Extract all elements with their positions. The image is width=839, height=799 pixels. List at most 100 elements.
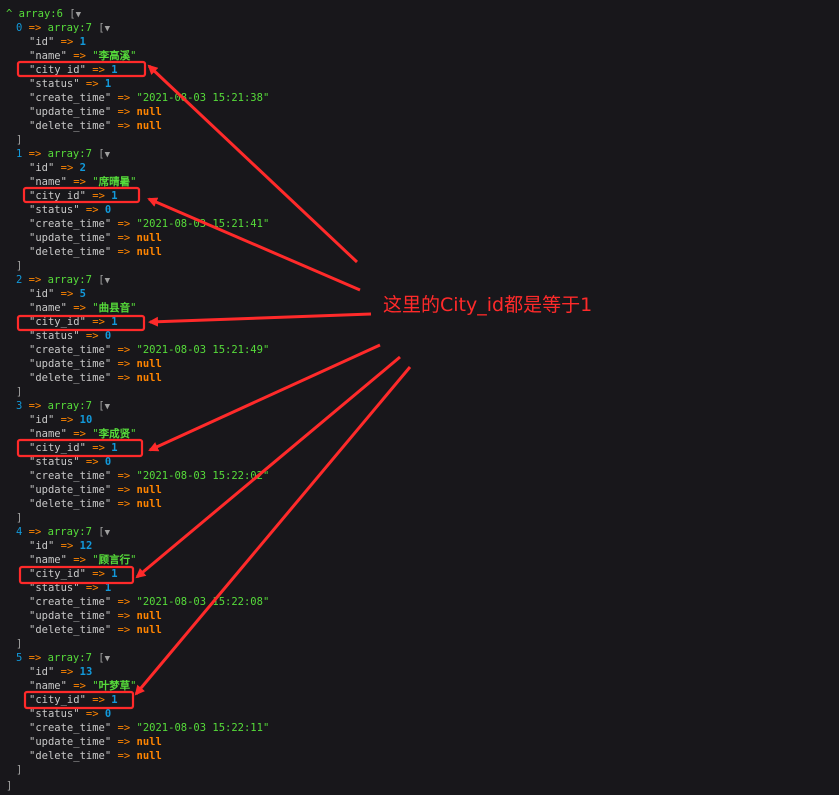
field-value-id: 10 [79, 414, 93, 426]
key-quote: " [47, 414, 55, 426]
arrow-operator: => [117, 218, 131, 230]
arrow-operator: => [85, 204, 99, 216]
open-bracket: [ [98, 22, 105, 34]
key-quote: " [104, 358, 112, 370]
arrow-operator: => [28, 274, 42, 286]
field-row-status: "status" => 1 [29, 581, 111, 595]
arrow-operator: => [92, 568, 105, 580]
key-quote: " [29, 302, 36, 314]
arrow-operator: => [117, 232, 131, 244]
field-value-city-id: 1 [111, 442, 118, 454]
arrow-operator: => [117, 246, 131, 258]
field-row-update-time: "update_time" => null [29, 357, 162, 371]
field-row-update-time: "update_time" => null [29, 105, 162, 119]
field-row-city-id: "city_id" => 1 [29, 441, 118, 455]
key-quote: " [47, 36, 55, 48]
close-bracket: ] [16, 134, 23, 146]
toggle-down-icon[interactable]: ▼ [104, 150, 110, 160]
toggle-down-icon[interactable]: ▼ [104, 528, 110, 538]
field-row-id: "id" => 2 [29, 161, 86, 175]
arrow-operator: => [60, 540, 74, 552]
key-quote: " [29, 708, 36, 720]
key-quote: " [29, 120, 36, 132]
arrow-operator: => [92, 442, 105, 454]
string-quote: " [92, 554, 99, 566]
key-quote: " [29, 428, 36, 440]
array-type-label: array:7 [47, 148, 92, 160]
arrow-operator: => [117, 498, 131, 510]
field-row-delete-time: "delete_time" => null [29, 497, 162, 511]
item-close-bracket: ] [16, 511, 22, 525]
key-quote: " [73, 78, 80, 90]
key-quote: " [104, 246, 112, 258]
field-value-delete-time: null [136, 246, 162, 258]
string-quote: " [136, 344, 143, 356]
key-quote: " [29, 750, 36, 762]
field-key: update_time [35, 106, 105, 118]
string-quote: " [92, 50, 99, 62]
arrow-operator: => [117, 596, 131, 608]
key-quote: " [104, 610, 112, 622]
key-quote: " [29, 680, 36, 692]
key-quote: " [104, 232, 112, 244]
field-row-delete-time: "delete_time" => null [29, 371, 162, 385]
field-value-delete-time: null [136, 624, 162, 636]
field-key: name [35, 428, 61, 440]
open-bracket: [ [98, 148, 105, 160]
toggle-down-icon[interactable]: ▼ [75, 10, 81, 20]
item-header: 2 => array:7 [▼ [16, 273, 110, 287]
close-bracket: ] [16, 386, 23, 398]
field-key: delete_time [35, 498, 105, 510]
collapse-caret-icon[interactable]: ^ [6, 8, 13, 20]
string-quote: " [130, 176, 137, 188]
field-key: delete_time [35, 246, 105, 258]
toggle-down-icon[interactable]: ▼ [104, 276, 110, 286]
key-quote: " [29, 372, 36, 384]
key-quote: " [60, 302, 67, 314]
field-row-delete-time: "delete_time" => null [29, 623, 162, 637]
close-bracket: ] [16, 638, 23, 650]
field-value-delete-time: null [136, 120, 162, 132]
toggle-down-icon[interactable]: ▼ [104, 402, 110, 412]
key-quote: " [79, 316, 86, 328]
field-value-update-time: null [136, 106, 162, 118]
key-quote: " [29, 344, 36, 356]
key-quote: " [47, 540, 55, 552]
arrow-operator: => [60, 36, 74, 48]
key-quote: " [104, 736, 112, 748]
field-row-update-time: "update_time" => null [29, 231, 162, 245]
field-key: id [35, 540, 48, 552]
field-value-status: 1 [104, 582, 112, 594]
field-key: status [35, 78, 74, 90]
toggle-down-icon[interactable]: ▼ [104, 24, 110, 34]
item-header: 1 => array:7 [▼ [16, 147, 110, 161]
field-row-city-id: "city_id" => 1 [29, 693, 118, 707]
field-key: delete_time [35, 750, 105, 762]
field-value-create-time: 2021-08-03 15:22:08 [142, 596, 263, 608]
field-row-name: "name" => "顾言行" [29, 553, 136, 567]
field-value-city-id: 1 [111, 190, 118, 202]
arrow-operator: => [28, 652, 42, 664]
field-key: name [35, 302, 61, 314]
field-value-create-time: 2021-08-03 15:21:38 [142, 92, 263, 104]
field-value-id: 1 [79, 36, 86, 48]
item-close-bracket: ] [16, 763, 22, 777]
arrow-operator: => [85, 582, 99, 594]
field-key: update_time [35, 358, 105, 370]
string-quote: " [136, 92, 143, 104]
field-row-update-time: "update_time" => null [29, 735, 162, 749]
field-value-create-time: 2021-08-03 15:22:11 [142, 722, 263, 734]
key-quote: " [29, 330, 36, 342]
key-quote: " [104, 722, 112, 734]
field-key: update_time [35, 484, 105, 496]
key-quote: " [104, 372, 112, 384]
field-row-status: "status" => 1 [29, 77, 111, 91]
string-quote: " [130, 302, 137, 314]
arrow-operator: => [117, 92, 131, 104]
root-close-bracket: ] [6, 780, 13, 792]
toggle-down-icon[interactable]: ▼ [104, 654, 110, 664]
arrow-operator: => [28, 22, 42, 34]
field-value-update-time: null [136, 736, 162, 748]
arrow-operator: => [60, 288, 74, 300]
